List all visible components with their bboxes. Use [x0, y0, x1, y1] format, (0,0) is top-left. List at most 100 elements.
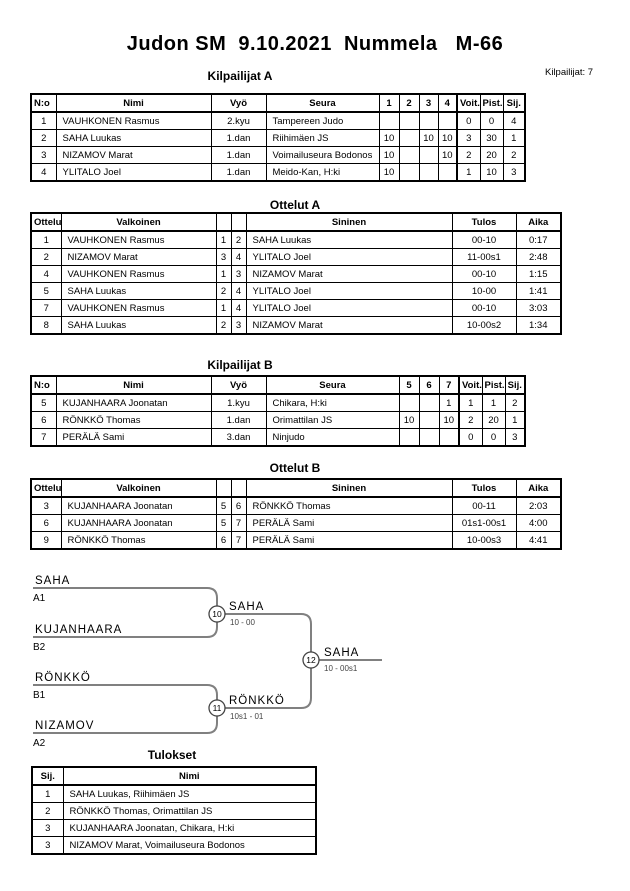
- cell-points: 0: [481, 428, 506, 447]
- cell-name: SAHA Luukas, Riihimäen JS: [62, 784, 317, 803]
- cell-club: Chikara, H:ki: [265, 393, 400, 412]
- pool-a-table: N:o Nimi Vyö Seura 1 2 3 4 Voit. Pist. S…: [30, 93, 526, 182]
- bracket-seed-name: RÖNKKÖ: [35, 672, 91, 684]
- cell-wins: 0: [456, 111, 481, 130]
- cell-belt: 2.kyu: [210, 111, 267, 130]
- cell-blue-no: 3: [230, 265, 247, 283]
- cell-place: 2: [502, 146, 526, 164]
- cell-round: [418, 146, 439, 164]
- bracket-seed-label: A1: [33, 593, 46, 604]
- col-round-3: 3: [418, 93, 439, 113]
- bracket-line-b2: [33, 622, 218, 638]
- cell-round: 10: [437, 129, 458, 147]
- cell-white-no: 1: [215, 230, 232, 249]
- col-wins: Voit.: [456, 93, 481, 113]
- cell-round: [437, 163, 458, 182]
- cell-time: 3:03: [515, 299, 562, 317]
- matches-b-header-row: Ottelu Valkoinen Sininen Tulos Aika: [30, 478, 562, 498]
- table-row: 3 NIZAMOV Marat, Voimailuseura Bodonos: [31, 836, 317, 855]
- cell-blue: NIZAMOV Marat: [245, 316, 453, 335]
- cell-place: 3: [31, 819, 64, 837]
- cell-match-no: 2: [30, 248, 62, 266]
- table-row: 3 KUJANHAARA Joonatan, Chikara, H:ki: [31, 819, 317, 837]
- bracket-winner-name: SAHA: [324, 647, 359, 659]
- match-10-circle: [208, 605, 226, 623]
- pool-a-title: Kilpailijat A: [207, 69, 273, 83]
- cell-round: [398, 393, 420, 412]
- bracket-line-a2: [33, 716, 218, 734]
- cell-blue: PERÄLÄ Sami: [245, 531, 453, 550]
- cell-round: 10: [398, 411, 420, 429]
- table-row: 3 KUJANHAARA Joonatan 5 6 RÖNKKÖ Thomas …: [30, 496, 562, 515]
- table-row: 6 KUJANHAARA Joonatan 5 7 PERÄLÄ Sami 01…: [30, 514, 562, 532]
- col-round-4: 4: [437, 93, 458, 113]
- col-no: N:o: [30, 93, 57, 113]
- cell-match-no: 1: [30, 230, 62, 249]
- cell-wins: 1: [456, 163, 481, 182]
- match-number: 12: [306, 655, 316, 665]
- col-place: Sij.: [502, 93, 526, 113]
- cell-match-no: 5: [30, 282, 62, 300]
- cell-white: VAUHKONEN Rasmus: [60, 265, 217, 283]
- col-match: Ottelu: [30, 478, 62, 498]
- cell-no: 7: [30, 428, 57, 447]
- cell-wins: 0: [458, 428, 483, 447]
- cell-round: [418, 428, 440, 447]
- match-number: 10: [212, 609, 222, 619]
- cell-round: 1: [438, 393, 460, 412]
- col-white: Valkoinen: [60, 212, 217, 232]
- col-round-7: 7: [438, 375, 460, 395]
- cell-match-no: 7: [30, 299, 62, 317]
- cell-round: 10: [437, 146, 458, 164]
- cell-belt: 1.dan: [210, 411, 267, 429]
- col-time: Aika: [515, 478, 562, 498]
- matches-b-title: Ottelut B: [269, 461, 321, 475]
- cell-blue: PERÄLÄ Sami: [245, 514, 453, 532]
- col-points: Pist.: [481, 375, 506, 395]
- cell-white-no: 6: [215, 531, 232, 550]
- col-place: Sij.: [31, 766, 64, 786]
- cell-club: Tampereen Judo: [265, 111, 380, 130]
- cell-white: RÖNKKÖ Thomas: [60, 531, 217, 550]
- cell-result: 00-10: [451, 230, 517, 249]
- bracket-score: 10s1 - 01: [230, 712, 264, 721]
- cell-round: 10: [378, 163, 400, 182]
- cell-white: NIZAMOV Marat: [60, 248, 217, 266]
- cell-blue-no: 4: [230, 248, 247, 266]
- table-row: 8 SAHA Luukas 2 3 NIZAMOV Marat 10-00s2 …: [30, 316, 562, 335]
- results-header-row: Sij. Nimi: [31, 766, 317, 786]
- cell-place: 1: [502, 129, 526, 147]
- cell-points: 20: [479, 146, 504, 164]
- cell-name: NIZAMOV Marat, Voimailuseura Bodonos: [62, 836, 317, 855]
- cell-white-no: 1: [215, 299, 232, 317]
- cell-points: 30: [479, 129, 504, 147]
- results-table: Sij. Nimi 1 SAHA Luukas, Riihimäen JS 2 …: [31, 766, 317, 855]
- table-row: 5 KUJANHAARA Joonatan 1.kyu Chikara, H:k…: [30, 393, 526, 412]
- cell-name: NIZAMOV Marat: [55, 146, 212, 164]
- cell-wins: 2: [456, 146, 481, 164]
- cell-white: VAUHKONEN Rasmus: [60, 230, 217, 249]
- bracket-seed-label: B1: [33, 690, 46, 701]
- col-name: Nimi: [55, 375, 212, 395]
- cell-name: KUJANHAARA Joonatan, Chikara, H:ki: [62, 819, 317, 837]
- cell-no: 5: [30, 393, 57, 412]
- table-row: 4 VAUHKONEN Rasmus 1 3 NIZAMOV Marat 00-…: [30, 265, 562, 283]
- col-wins: Voit.: [458, 375, 483, 395]
- cell-blue: SAHA Luukas: [245, 230, 453, 249]
- col-round-5: 5: [398, 375, 420, 395]
- col-result: Tulos: [451, 478, 517, 498]
- cell-time: 1:15: [515, 265, 562, 283]
- cell-round: [398, 129, 420, 147]
- bracket-score: 10 - 00: [230, 618, 255, 627]
- col-name: Nimi: [62, 766, 317, 786]
- cell-time: 2:03: [515, 496, 562, 515]
- table-row: 6 RÖNKKÖ Thomas 1.dan Orimattilan JS 10 …: [30, 411, 526, 429]
- pool-b-title: Kilpailijat B: [207, 358, 273, 372]
- cell-match-no: 9: [30, 531, 62, 550]
- cell-wins: 1: [458, 393, 483, 412]
- cell-round: [398, 146, 420, 164]
- cell-match-no: 6: [30, 514, 62, 532]
- col-result: Tulos: [451, 212, 517, 232]
- cell-club: Meido-Kan, H:ki: [265, 163, 380, 182]
